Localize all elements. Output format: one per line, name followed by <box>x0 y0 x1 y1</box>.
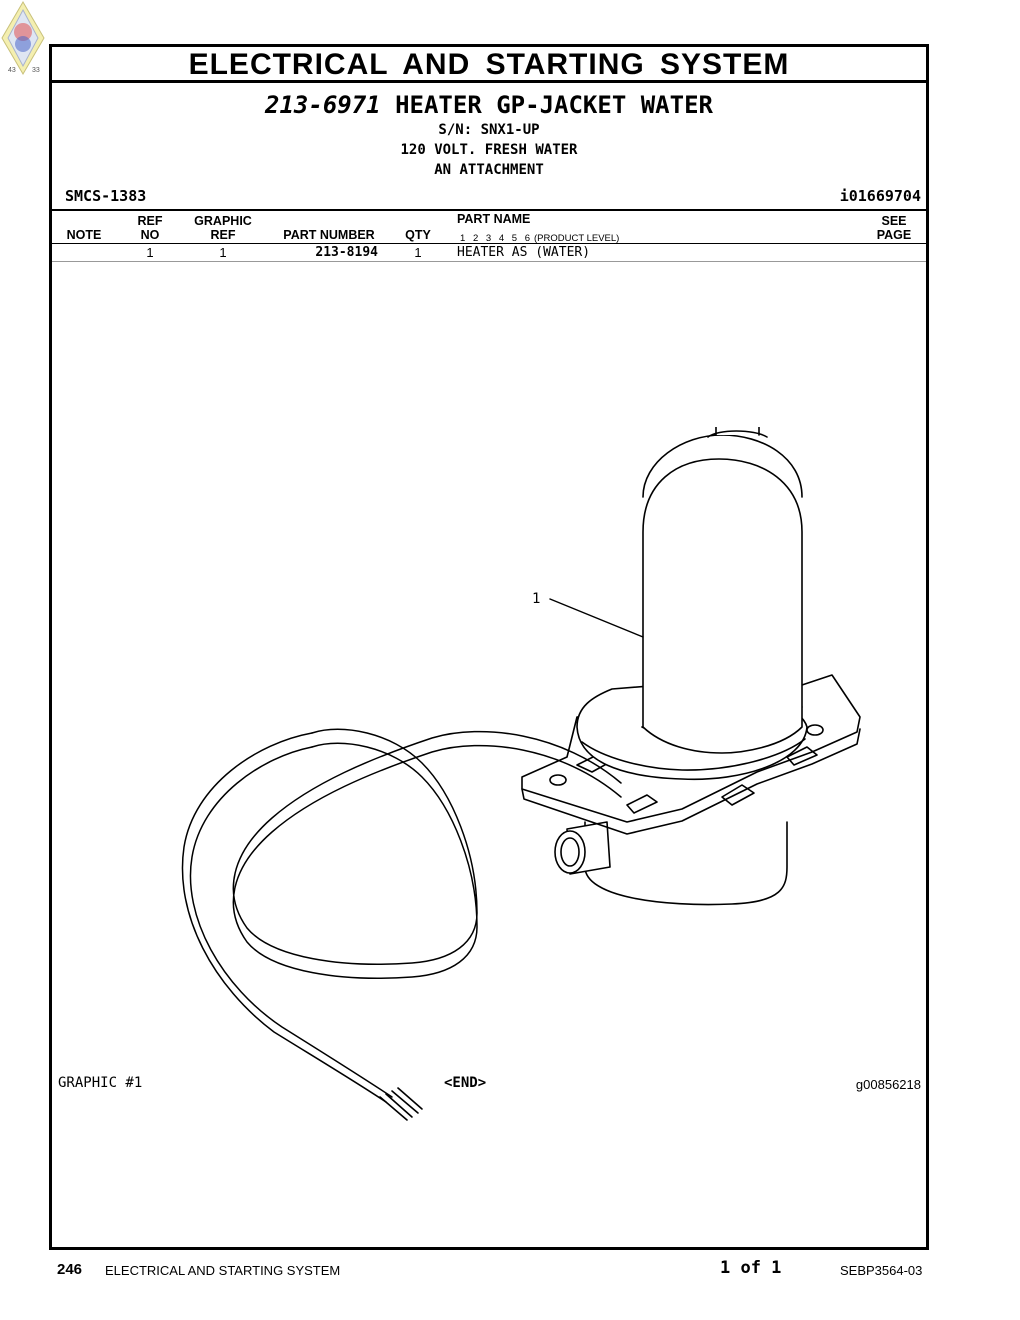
row-part-name: HEATER AS (WATER) <box>457 245 591 260</box>
level-2: 2 <box>472 233 479 244</box>
group-description: 120 VOLT. FRESH WATER <box>400 142 578 158</box>
logo-number-left: 43 <box>8 67 16 74</box>
serial-number: S/N: SNX1-UP <box>438 122 540 138</box>
col-ref-top: REF <box>137 214 163 228</box>
logo-number-right: 33 <box>32 67 40 74</box>
col-see-top: SEE <box>881 214 907 228</box>
row-graphic-ref: 1 <box>219 245 227 260</box>
col-graphic-top: GRAPHIC <box>194 214 252 228</box>
col-see-bottom: PAGE <box>876 228 912 242</box>
level-4: 4 <box>498 233 505 244</box>
callout-1: 1 <box>532 591 540 607</box>
col-note: NOTE <box>66 228 102 242</box>
product-level-label: (PRODUCT LEVEL) <box>533 233 620 244</box>
smcs-code: SMCS-1383 <box>65 187 147 205</box>
publisher-logo: 43 33 <box>1 1 45 75</box>
row-rule <box>52 261 926 262</box>
row-qty: 1 <box>414 245 422 260</box>
table-top-rule <box>52 209 926 211</box>
col-ref-bottom: NO <box>140 228 160 242</box>
level-6: 6 <box>524 233 530 244</box>
group-attachment: AN ATTACHMENT <box>434 162 544 178</box>
heater-illustration: 1 <box>181 427 861 1121</box>
row-part-number[interactable]: 213-8194 <box>315 245 378 260</box>
footer-page-number: 246 <box>57 1261 83 1278</box>
group-number: 213-6971 <box>265 91 381 119</box>
footer-page-count: 1 of 1 <box>720 1258 782 1278</box>
parts-page-frame: ELECTRICAL AND STARTING SYSTEM 213-6971 … <box>49 44 929 1250</box>
product-levels: 1 2 3 4 5 6(PRODUCT LEVEL) <box>460 233 619 244</box>
footer-section: ELECTRICAL AND STARTING SYSTEM <box>105 1263 341 1278</box>
col-graphic-bottom: REF <box>210 228 236 242</box>
col-part-number: PART NUMBER <box>283 228 375 242</box>
graphic-label: GRAPHIC #1 <box>58 1075 143 1091</box>
header-bottom-rule <box>52 243 926 244</box>
col-part-name: PART NAME <box>457 212 531 226</box>
graphic-id: g00856218 <box>855 1077 921 1092</box>
col-qty: QTY <box>405 228 431 242</box>
level-3: 3 <box>485 233 492 244</box>
group-title: 213-6971 HEATER GP-JACKET WATER <box>52 91 926 119</box>
level-5: 5 <box>511 233 518 244</box>
row-ref-no: 1 <box>146 245 154 260</box>
illustration-id: i01669704 <box>839 187 921 205</box>
group-name: HEATER GP-JACKET WATER <box>395 91 713 119</box>
footer-document-number: SEBP3564-03 <box>840 1263 923 1278</box>
level-1: 1 <box>460 233 466 244</box>
section-title: ELECTRICAL AND STARTING SYSTEM <box>52 47 926 83</box>
end-marker: <END> <box>444 1075 487 1091</box>
